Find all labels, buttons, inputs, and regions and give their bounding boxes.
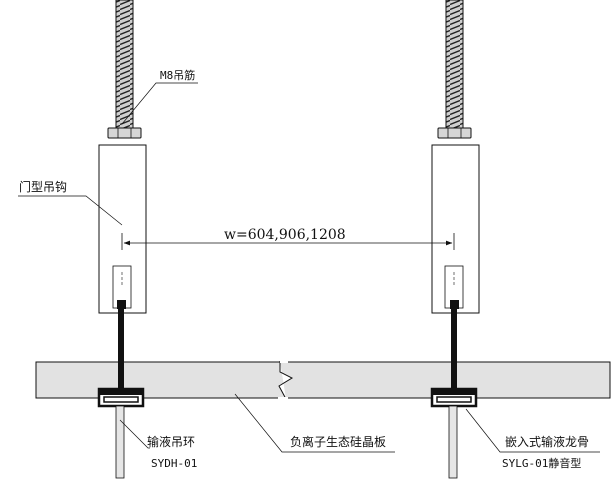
right-nut — [437, 127, 472, 139]
rod-label: M8吊筋 — [160, 68, 195, 82]
ring-name-label: 输液吊环 — [147, 434, 195, 449]
left-infusion-ring-rod — [115, 405, 125, 479]
keel-name-label: 嵌入式输液龙骨 — [505, 434, 589, 449]
board-label: 负离子生态硅晶板 — [290, 434, 386, 449]
left-door-hanger — [98, 144, 147, 314]
hanger-label: 门型吊钩 — [19, 179, 67, 194]
right-threaded-rod — [445, 0, 464, 131]
left-tbar-keel — [97, 309, 145, 408]
ring-code-label: SYDH-01 — [151, 457, 197, 470]
keel-code-label: SYLG-01静音型 — [502, 456, 581, 470]
right-infusion-ring-rod — [448, 405, 458, 479]
width-dimension-text: w=604,906,1208 — [224, 227, 346, 243]
right-door-hanger — [431, 144, 480, 314]
width-dimension: w=604,906,1208 — [121, 227, 455, 250]
left-threaded-rod — [115, 0, 134, 131]
right-tbar-keel — [430, 309, 478, 408]
left-nut — [107, 127, 142, 139]
